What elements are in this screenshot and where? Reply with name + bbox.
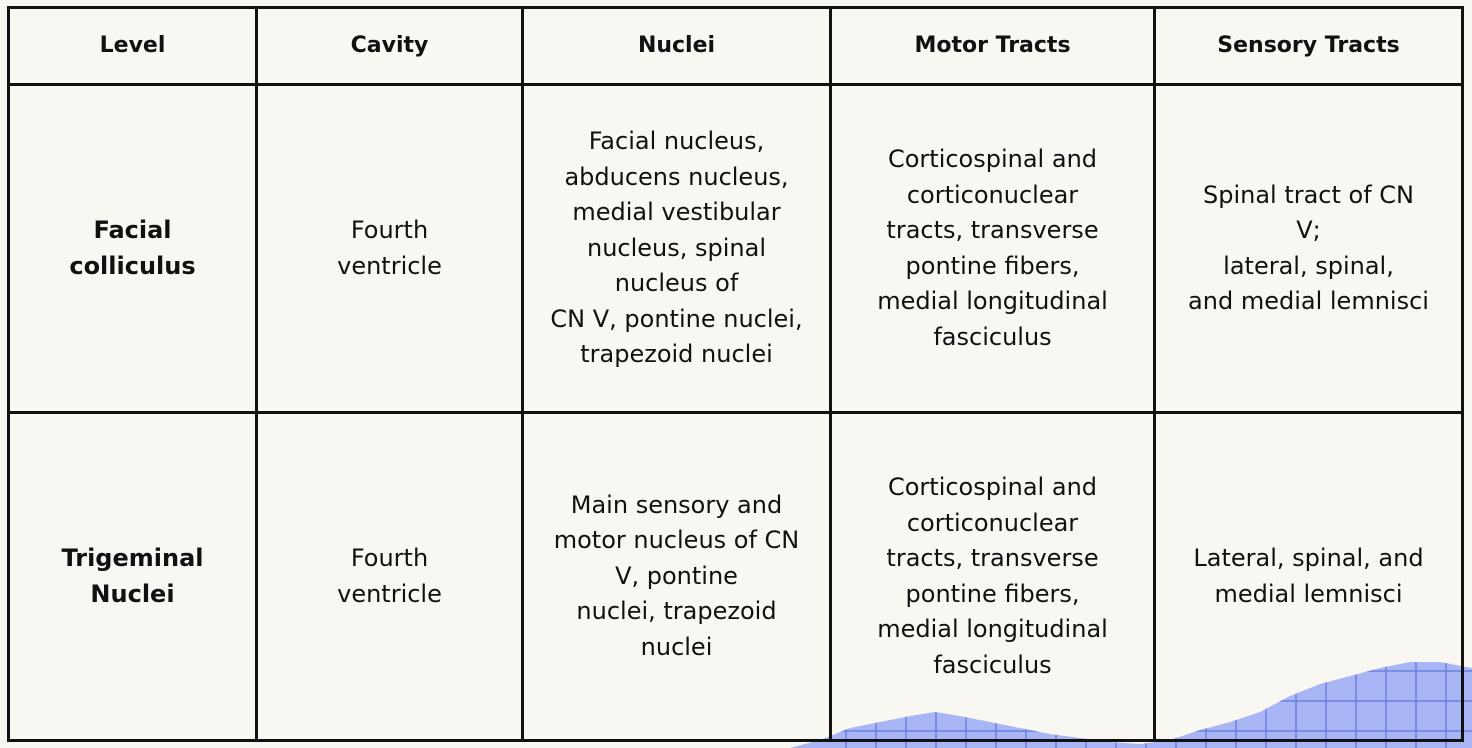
header-sensory-tracts: Sensory Tracts	[1153, 6, 1464, 86]
header-cavity: Cavity	[255, 6, 524, 86]
table-row: Facial colliculus Fourth ventricle Facia…	[7, 83, 1464, 414]
cell-level: Trigeminal Nuclei	[7, 411, 258, 742]
header-level: Level	[7, 6, 258, 86]
cell-motor-tracts: Corticospinal and corticonuclear tracts,…	[829, 411, 1156, 742]
cell-sensory-tracts: Spinal tract of CN V; lateral, spinal, a…	[1153, 83, 1464, 414]
header-nuclei: Nuclei	[521, 6, 832, 86]
header-motor-tracts: Motor Tracts	[829, 6, 1156, 86]
cell-motor-tracts: Corticospinal and corticonuclear tracts,…	[829, 83, 1156, 414]
cell-sensory-tracts: Lateral, spinal, and medial lemnisci	[1153, 411, 1464, 742]
table-header-row: Level Cavity Nuclei Motor Tracts Sensory…	[7, 6, 1464, 86]
cell-nuclei: Main sensory and motor nucleus of CN V, …	[521, 411, 832, 742]
cell-cavity: Fourth ventricle	[255, 411, 524, 742]
cell-nuclei: Facial nucleus, abducens nucleus, medial…	[521, 83, 832, 414]
table-row: Trigeminal Nuclei Fourth ventricle Main …	[7, 411, 1464, 742]
cell-cavity: Fourth ventricle	[255, 83, 524, 414]
cell-level: Facial colliculus	[7, 83, 258, 414]
brainstem-levels-table: Level Cavity Nuclei Motor Tracts Sensory…	[7, 6, 1464, 742]
